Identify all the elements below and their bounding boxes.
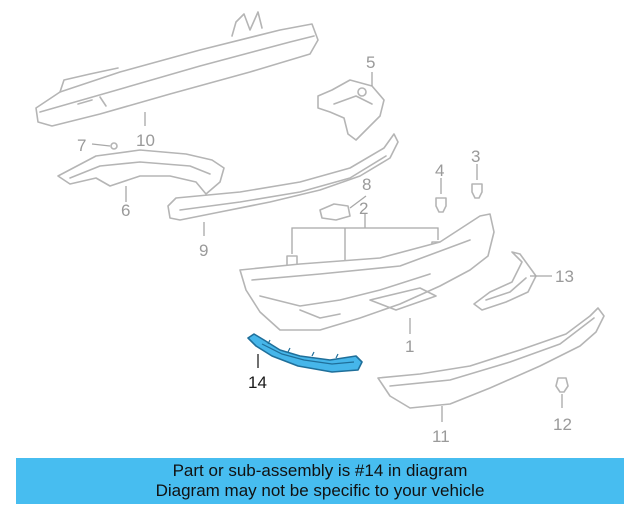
callout-11: 11 [432,427,450,446]
parts-diagram: 10 5 7 6 9 8 2 4 [35,11,605,446]
callout-3: 3 [471,147,480,166]
part-9-bracket[interactable] [167,133,399,221]
callout-10: 10 [136,131,155,150]
part-10-impact-bar[interactable] [35,11,319,127]
callout-13: 13 [555,267,574,286]
part-6-absorber[interactable] [57,149,225,195]
part-7-bolt[interactable] [110,142,118,150]
info-banner: Part or sub-assembly is #14 in diagram D… [16,458,624,504]
callout-2: 2 [359,199,368,218]
part-14-reinforcement-highlighted[interactable] [247,333,363,373]
callout-1: 1 [405,337,414,356]
part-13-bracket[interactable] [473,251,537,311]
banner-disclaimer: Diagram may not be specific to your vehi… [155,481,485,500]
callout-9: 9 [199,241,208,260]
part-12-pin[interactable] [555,377,569,393]
part-4-bolt[interactable] [435,197,447,213]
callout-8: 8 [362,175,371,194]
callout-14: 14 [248,373,267,392]
part-5-bracket[interactable] [317,79,385,141]
part-3-bolt[interactable] [471,183,483,199]
part-1-bumper-cover[interactable] [239,213,495,331]
part-8-clip[interactable] [319,203,351,221]
callout-5: 5 [366,53,375,72]
callout-4: 4 [435,161,444,180]
callout-7: 7 [77,136,86,155]
part-11-valance[interactable] [377,307,605,409]
callout-12: 12 [553,415,572,434]
callout-6: 6 [121,201,130,220]
banner-part-note: Part or sub-assembly is #14 in diagram [172,461,468,480]
